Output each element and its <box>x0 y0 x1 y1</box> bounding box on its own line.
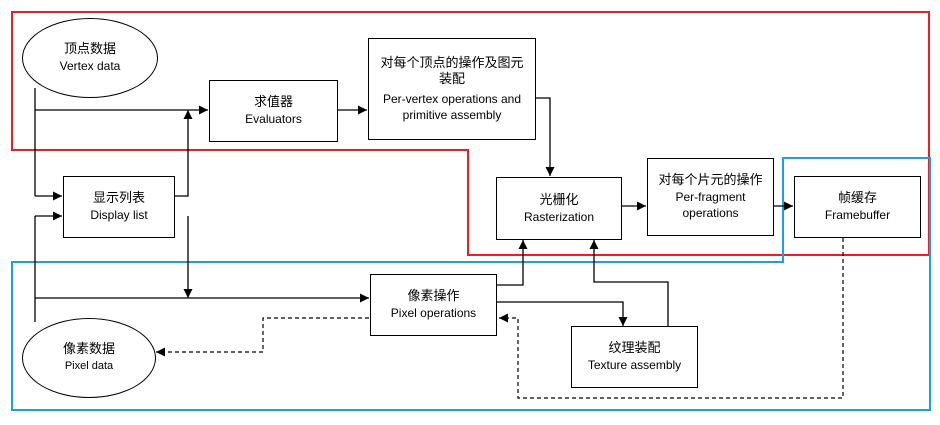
per-fragment-label-en: Per-fragment operations <box>675 190 746 220</box>
display-list-label-zh: 显示列表 <box>92 191 145 206</box>
pixel-data-label-zh: 像素数据 <box>62 342 115 357</box>
vertex-data-label-en: Vertex data <box>59 59 121 73</box>
texture-assembly-label-en: Texture assembly <box>587 358 682 372</box>
per-vertex-label-zh: 对每个顶点的操作及图元装配 <box>380 55 524 87</box>
per-vertex-node: 对每个顶点的操作及图元装配 Per-vertex operations and … <box>368 38 536 140</box>
evaluators-label-zh: 求值器 <box>253 95 293 110</box>
per-vertex-label-en: Per-vertex operations and primitive asse… <box>382 91 522 122</box>
dashed-pixel-operations-to-pixel-data <box>156 317 369 357</box>
per-fragment-label-zh: 对每个片元的操作 <box>658 173 763 188</box>
pixel-operations-node: 像素操作 Pixel operations <box>370 274 497 336</box>
arrow-pixel-operations-to-texture <box>497 301 628 326</box>
red-region-outline <box>11 11 930 256</box>
evaluators-node: 求值器 Evaluators <box>209 80 338 142</box>
evaluators-label-en: Evaluators <box>245 112 302 126</box>
display-list-node: 显示列表 Display list <box>63 176 175 238</box>
pixel-data-label-en: Pixel data <box>64 360 114 372</box>
pixel-operations-label-en: Pixel operations <box>390 306 477 320</box>
rasterization-label-en: Rasterization <box>523 209 595 224</box>
arrow-per-vertex-to-rasterization <box>536 97 555 176</box>
display-list-label-en: Display list <box>90 208 148 222</box>
arrow-texture-to-rasterization <box>589 240 669 326</box>
per-fragment-node: 对每个片元的操作 Per-fragment operations <box>647 158 774 236</box>
vertex-data-node: 顶点数据 Vertex data <box>22 18 158 98</box>
pixel-operations-label-zh: 像素操作 <box>407 289 460 304</box>
framebuffer-label-zh: 帧缓存 <box>837 191 877 206</box>
texture-assembly-label-zh: 纹理装配 <box>608 341 661 356</box>
arrow-display-list-to-evaluators <box>175 110 193 197</box>
arrow-pixel-operations-to-rasterization <box>497 240 528 286</box>
blue-region-outline <box>11 157 931 411</box>
rasterization-node: 光栅化 Rasterization <box>496 177 622 240</box>
dashed-framebuffer-to-pixel-operations <box>499 238 844 399</box>
texture-assembly-node: 纹理装配 Texture assembly <box>571 326 698 388</box>
framebuffer-node: 帧缓存 Framebuffer <box>794 176 921 238</box>
rasterization-label-zh: 光栅化 <box>539 192 579 208</box>
pixel-data-node: 像素数据 Pixel data <box>22 318 156 398</box>
framebuffer-label-en: Framebuffer <box>824 208 891 222</box>
vertex-data-label-zh: 顶点数据 <box>63 42 116 57</box>
